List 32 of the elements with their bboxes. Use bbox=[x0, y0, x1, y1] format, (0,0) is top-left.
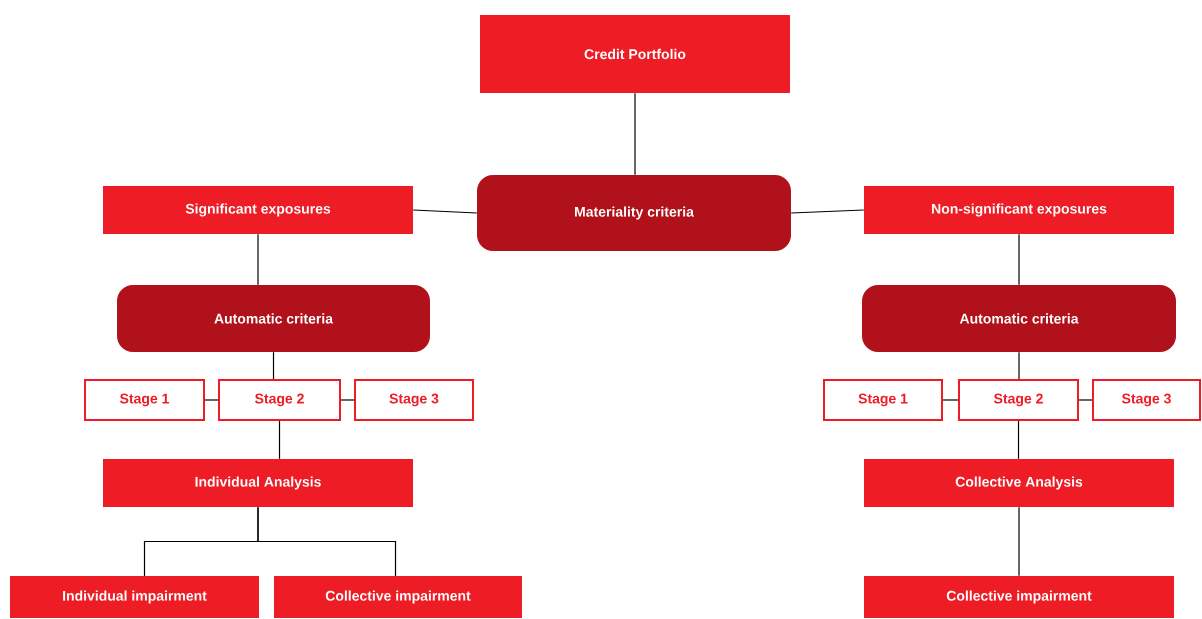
connector-line bbox=[278, 420, 281, 460]
process-box: Collective impairment bbox=[864, 576, 1174, 618]
connector-line bbox=[790, 209, 865, 214]
process-box: Collective impairment bbox=[274, 576, 522, 618]
connector-line bbox=[257, 506, 397, 577]
connector-line bbox=[204, 399, 219, 401]
rounded-box: Automatic criteria bbox=[117, 285, 430, 352]
connector-line bbox=[634, 92, 636, 176]
connector-line bbox=[1018, 351, 1020, 380]
connector-line bbox=[1078, 399, 1093, 401]
process-box: Non-significant exposures bbox=[864, 186, 1174, 234]
connector-line bbox=[942, 399, 959, 401]
process-box: Collective Analysis bbox=[864, 459, 1174, 507]
connector-line bbox=[1018, 506, 1020, 577]
connector-line bbox=[1017, 420, 1020, 460]
stage-box: Stage 3 bbox=[1092, 379, 1201, 421]
process-box: Significant exposures bbox=[103, 186, 413, 234]
stage-box: Stage 1 bbox=[84, 379, 205, 421]
rounded-box: Materiality criteria bbox=[477, 175, 791, 251]
process-box: Individual Analysis bbox=[103, 459, 413, 507]
connector-line bbox=[1018, 233, 1020, 286]
process-box: Individual impairment bbox=[10, 576, 259, 618]
stage-box: Stage 3 bbox=[354, 379, 474, 421]
connector-line bbox=[412, 209, 478, 214]
stage-box: Stage 2 bbox=[958, 379, 1079, 421]
process-box: Credit Portfolio bbox=[480, 15, 790, 93]
connector-line bbox=[340, 399, 355, 401]
stage-box: Stage 2 bbox=[218, 379, 341, 421]
stage-box: Stage 1 bbox=[823, 379, 943, 421]
connector-line bbox=[257, 233, 259, 286]
connector-line bbox=[272, 351, 275, 380]
rounded-box: Automatic criteria bbox=[862, 285, 1176, 352]
